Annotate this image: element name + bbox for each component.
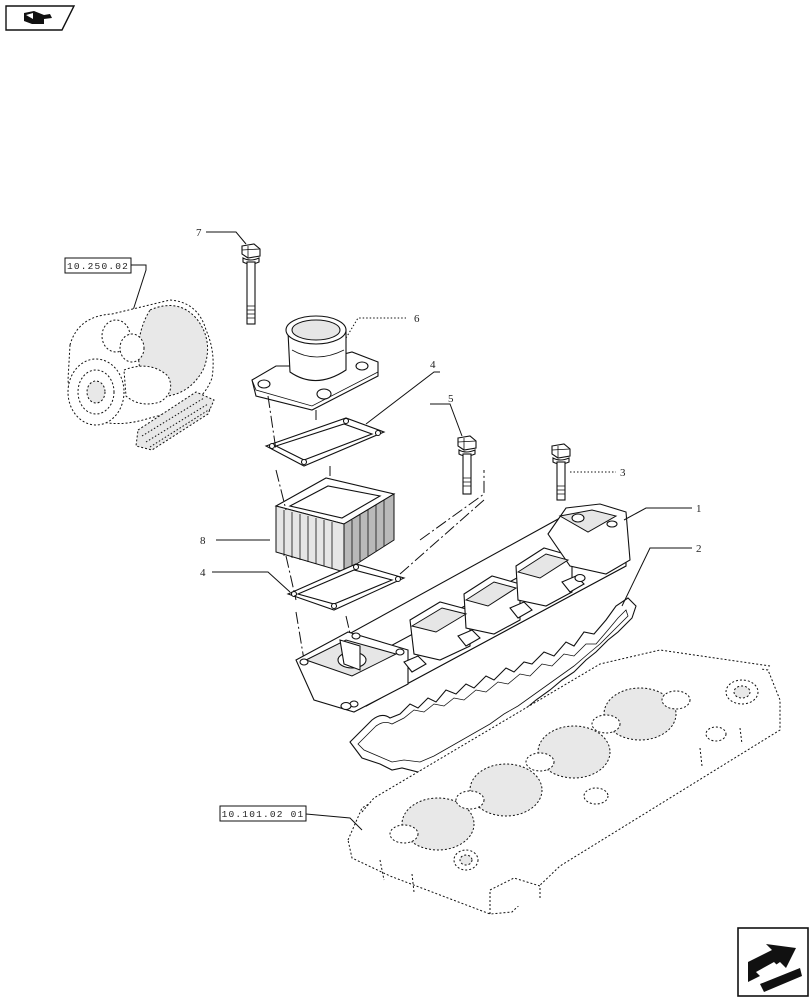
intake-elbow-6[interactable] [251,315,379,411]
gasket-4-upper[interactable] [264,417,386,467]
bolt-7[interactable] [241,243,261,325]
callout-7[interactable]: 7 [196,227,202,239]
cylinder-head-illustration: 10.101.02 01 [219,649,781,915]
callout-8[interactable]: 8 [200,535,206,547]
gasket-4-lower[interactable] [286,563,406,611]
callout-4-lower[interactable]: 4 [200,567,206,579]
bolt-3[interactable] [551,443,571,501]
callout-3[interactable]: 3 [620,467,626,479]
callout-1[interactable]: 1 [696,503,702,515]
turbocharger-ref-label[interactable]: 10.250.02 [67,261,129,272]
alignment-line-right [315,410,485,643]
alignment-line-left [267,395,305,661]
intake-manifold-1[interactable] [295,503,631,713]
callout-5[interactable]: 5 [448,393,454,405]
next-page-arrow-icon[interactable] [737,927,809,997]
turbocharger-illustration: 10.250.02 [64,257,215,451]
cylinder-head-ref-label[interactable]: 10.101.02 01 [222,809,305,820]
cylinder-head-ref-box[interactable] [219,805,307,822]
bolt-5[interactable] [457,435,477,495]
callout-2[interactable]: 2 [696,543,702,555]
intake-heater-8[interactable] [274,477,396,573]
book-hand-icon[interactable] [5,5,76,31]
callout-6[interactable]: 6 [414,313,420,325]
callout-4-upper[interactable]: 4 [430,359,436,371]
